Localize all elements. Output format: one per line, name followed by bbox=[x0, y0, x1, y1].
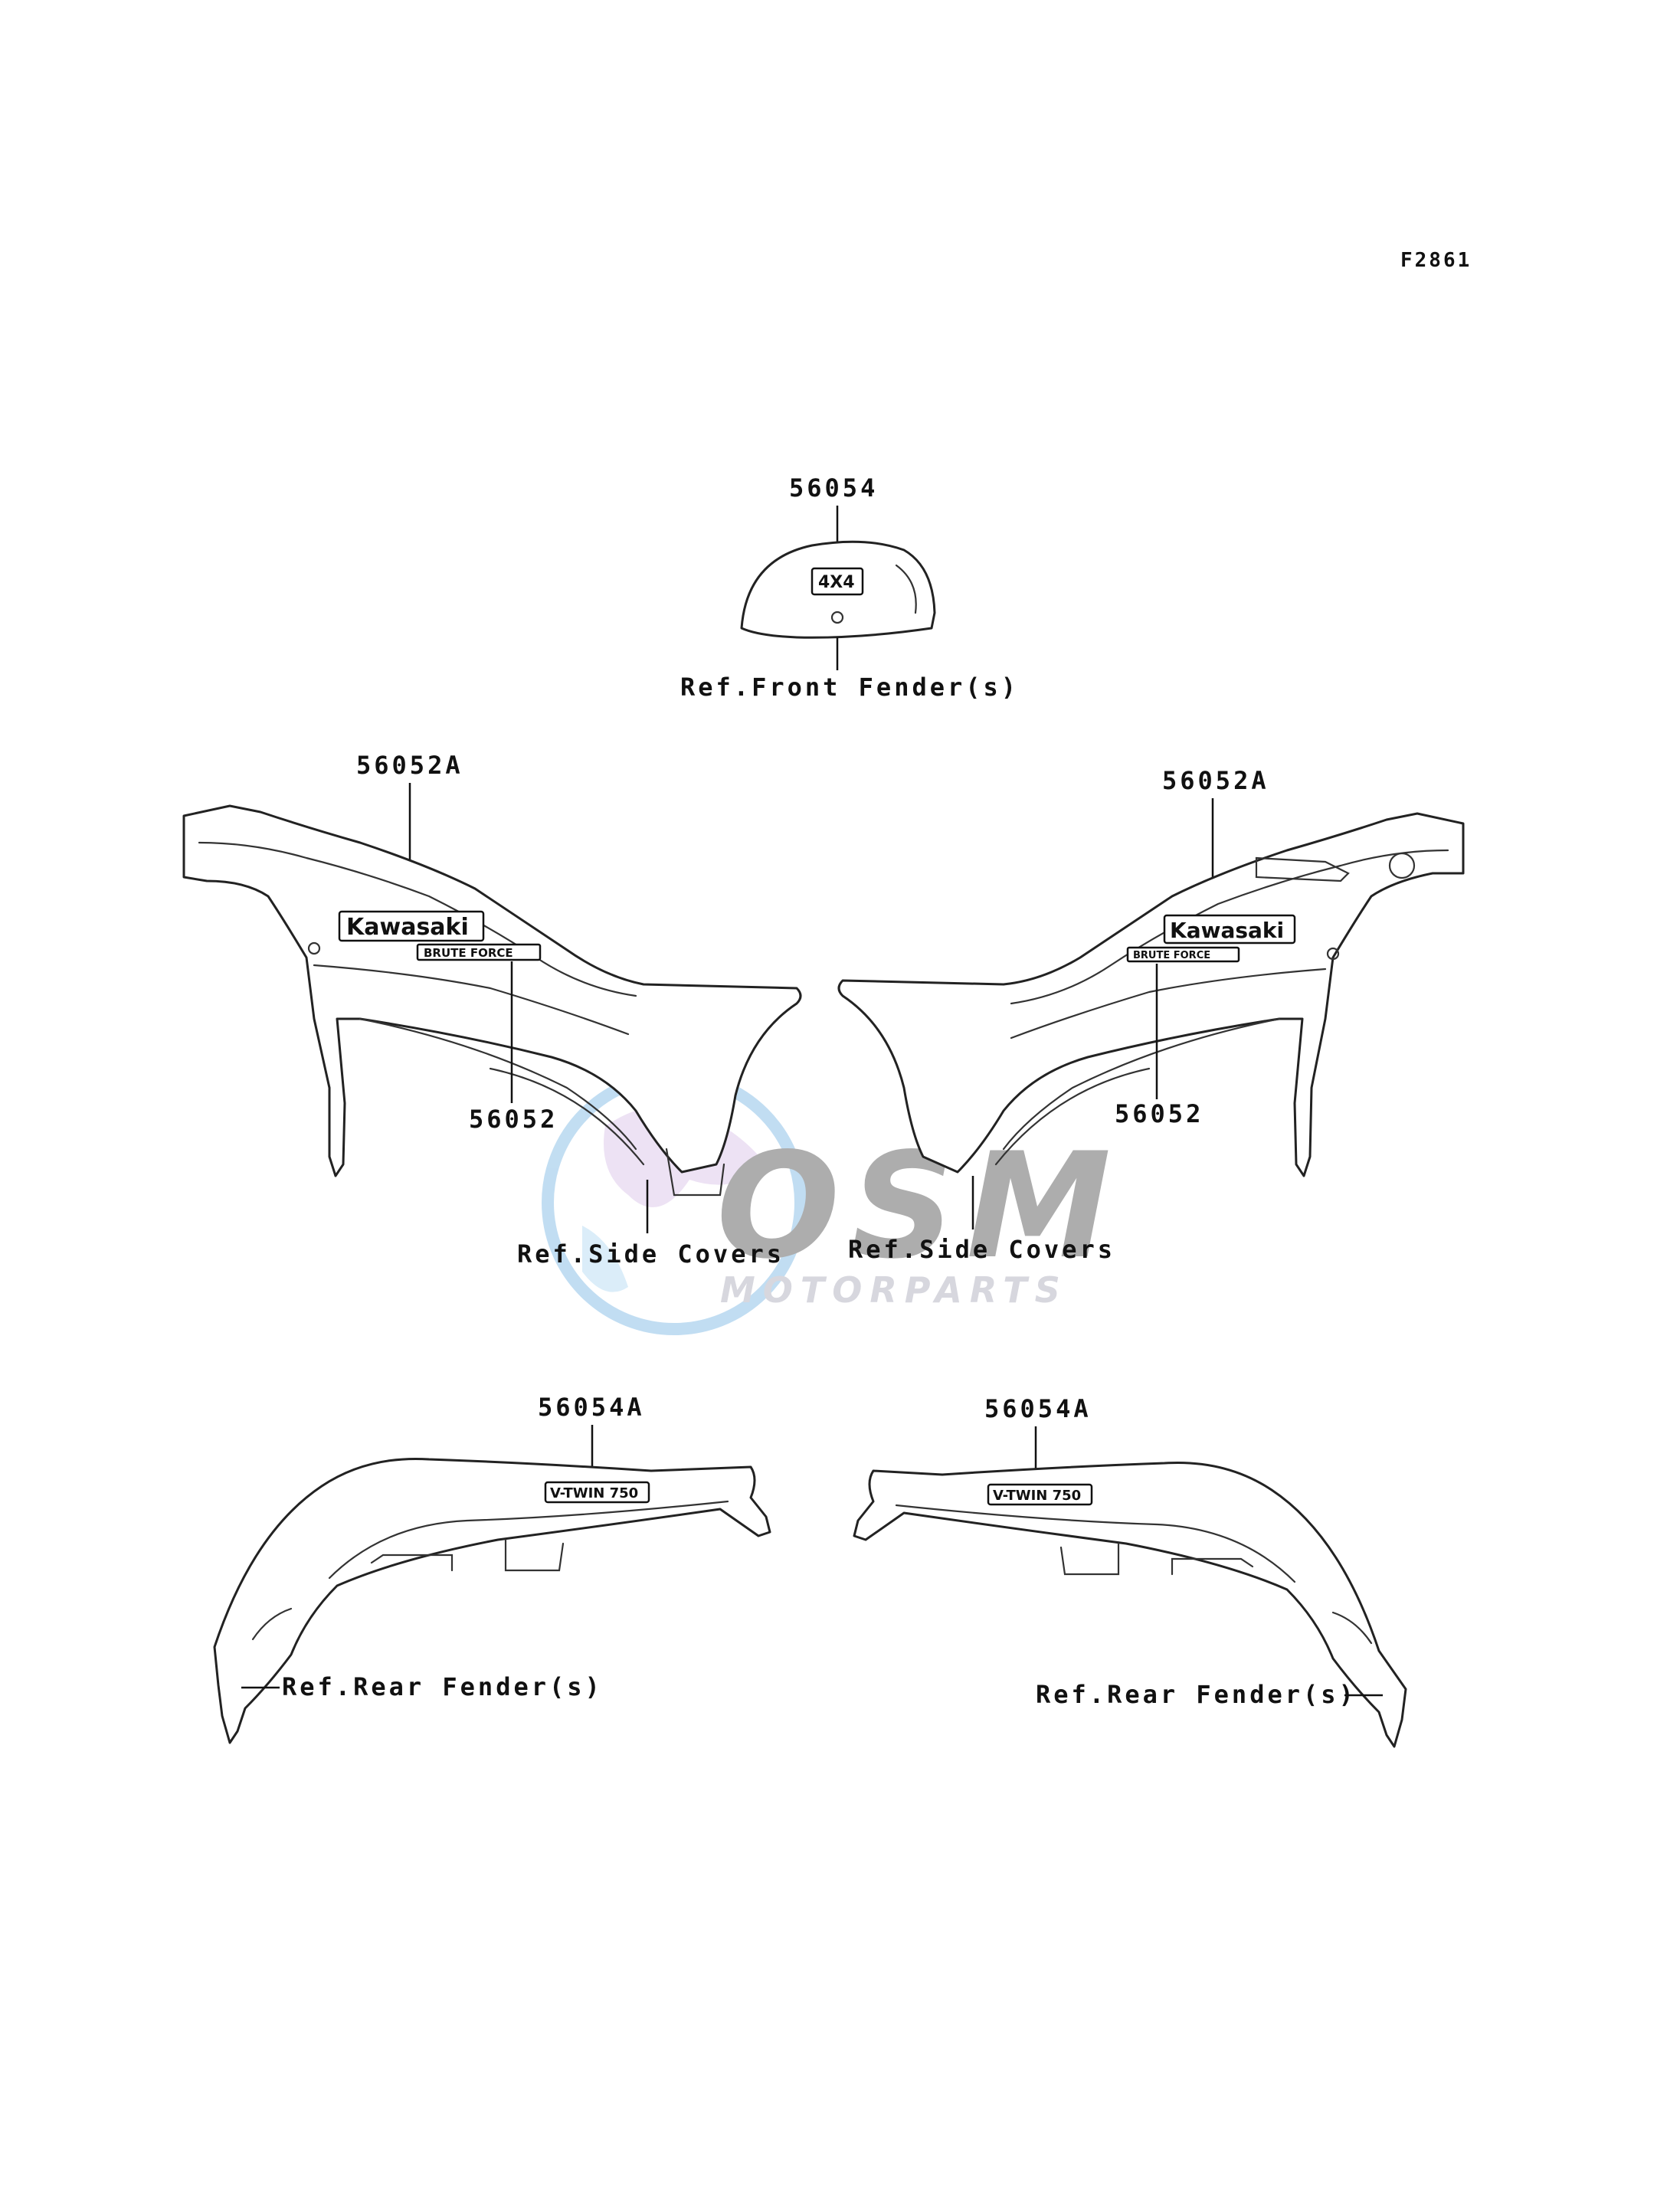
rear-fender-left-group: 56054A V-TWIN 750 Ref.Rear Fender(s) bbox=[213, 1393, 771, 1744]
watermark-text: MOTORPARTS bbox=[720, 1269, 1068, 1311]
right-bruteforce-text: BRUTE FORCE bbox=[1133, 950, 1210, 961]
left-upper-part-number[interactable]: 56052A bbox=[356, 751, 463, 780]
left-kawasaki-text: Kawasaki bbox=[346, 914, 469, 941]
rear-fender-right-group: 56054A V-TWIN 750 Ref.Rear Fender(s) bbox=[853, 1394, 1407, 1748]
figure-code: F2861 bbox=[1400, 249, 1472, 272]
right-lower-part-number[interactable]: 56052 bbox=[1115, 1099, 1204, 1128]
front-decal-text: 4X4 bbox=[818, 573, 855, 592]
left-bruteforce-text: BRUTE FORCE bbox=[424, 946, 513, 960]
rear-left-decal bbox=[544, 1481, 650, 1504]
rear-right-ref-label[interactable]: Ref.Rear Fender(s) bbox=[1036, 1680, 1357, 1709]
front-fender-group: 56054 4X4 Ref.Front Fender(s) bbox=[680, 473, 1019, 702]
right-side-cover-group: 56052A Kawasaki BRUTE FORCE 56052 Ref.Si… bbox=[837, 766, 1465, 1264]
right-kawasaki-decal bbox=[1163, 914, 1296, 945]
right-upper-part-number[interactable]: 56052A bbox=[1162, 766, 1269, 795]
rear-right-decal-text: V-TWIN 750 bbox=[993, 1488, 1081, 1504]
rear-left-part-number[interactable]: 56054A bbox=[538, 1393, 645, 1422]
rear-left-decal-text: V-TWIN 750 bbox=[550, 1485, 638, 1501]
right-ref-label[interactable]: Ref.Side Covers bbox=[848, 1235, 1115, 1264]
watermark: OSM MOTORPARTS bbox=[542, 1070, 1122, 1335]
front-part-number[interactable]: 56054 bbox=[789, 473, 878, 503]
left-bruteforce-decal bbox=[416, 943, 542, 961]
watermark-logo: OSM bbox=[716, 1121, 1122, 1291]
right-kawasaki-text: Kawasaki bbox=[1170, 918, 1284, 943]
rear-fender-left-shape bbox=[213, 1457, 771, 1744]
left-side-cover-group: 56052A Kawasaki BRUTE FORCE 56052 Ref.Si… bbox=[182, 751, 802, 1269]
rear-left-ref-label[interactable]: Ref.Rear Fender(s) bbox=[282, 1672, 603, 1701]
left-lower-part-number[interactable]: 56052 bbox=[469, 1105, 558, 1134]
rear-fender-right-shape bbox=[853, 1461, 1407, 1748]
left-kawasaki-decal bbox=[338, 910, 485, 942]
front-decal bbox=[811, 567, 864, 596]
right-side-cover-shape bbox=[837, 812, 1465, 1177]
rear-right-decal bbox=[987, 1483, 1093, 1506]
left-ref-label[interactable]: Ref.Side Covers bbox=[517, 1239, 784, 1269]
rear-right-part-number[interactable]: 56054A bbox=[984, 1394, 1092, 1423]
right-bruteforce-decal bbox=[1126, 946, 1240, 963]
front-ref-label[interactable]: Ref.Front Fender(s) bbox=[680, 673, 1019, 702]
left-side-cover-shape bbox=[182, 804, 802, 1177]
